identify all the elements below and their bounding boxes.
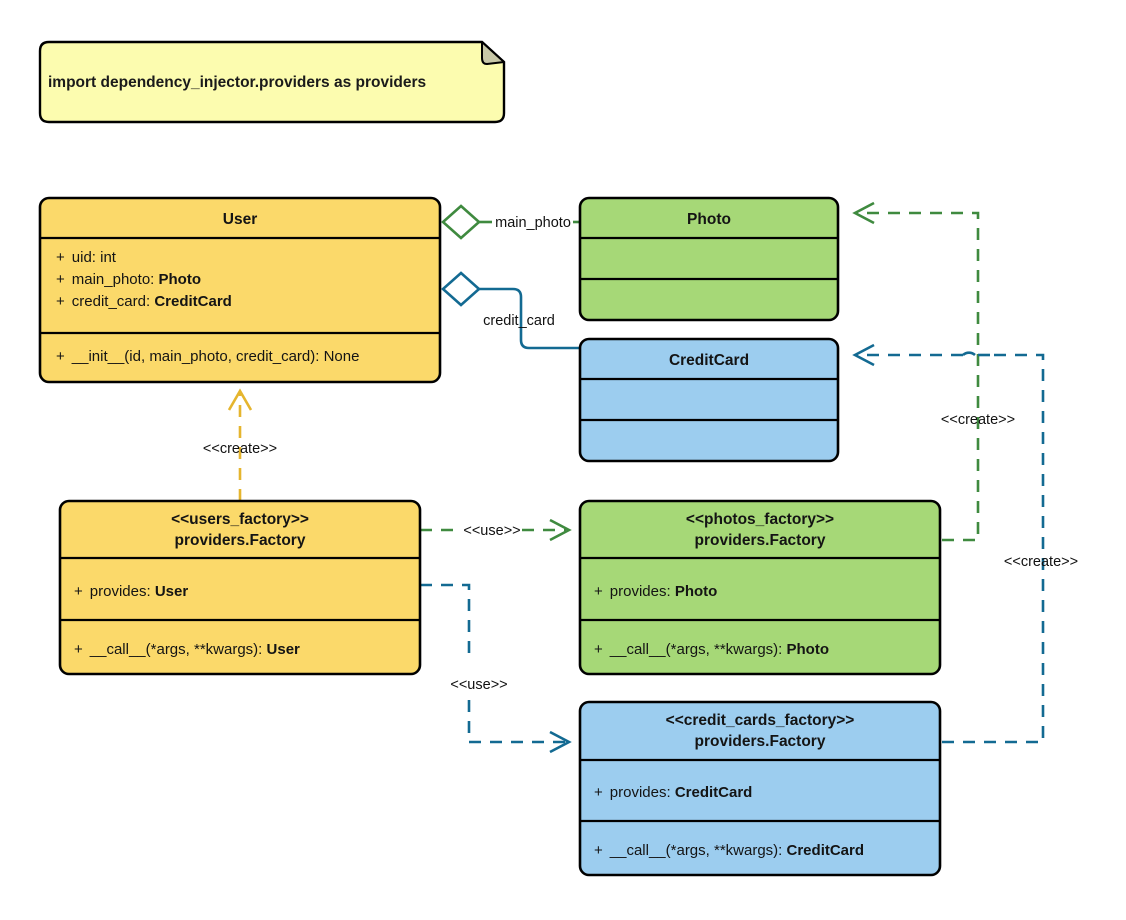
edge-create-user <box>227 388 253 501</box>
class-box-user[interactable]: User +uid: int +main_photo: Photo +credi… <box>38 196 442 384</box>
class-box-photo[interactable]: Photo <box>578 196 840 322</box>
method-row: +__init__(id, main_photo, credit_card): … <box>56 348 359 365</box>
attribute-row: +provides: CreditCard <box>594 784 752 801</box>
attribute-row: +credit_card: CreditCard <box>56 293 232 310</box>
class-name-credit-cards-factory: providers.Factory <box>695 733 826 750</box>
class-name-user: User <box>223 211 257 228</box>
edge-label-create-user: <<create>> <box>203 441 277 457</box>
class-box-credit-card[interactable]: CreditCard <box>578 337 840 463</box>
class-box-photos-factory[interactable]: <<photos_factory>> providers.Factory +pr… <box>578 499 942 676</box>
attribute-row: +provides: User <box>74 583 188 600</box>
attribute-row: +uid: int <box>56 249 117 266</box>
class-name-users-factory: providers.Factory <box>175 532 306 549</box>
method-row: +__call__(*args, **kwargs): CreditCard <box>594 842 864 859</box>
edge-label-main-photo: main_photo <box>495 215 571 231</box>
note-text: import dependency_injector.providers as … <box>48 74 426 91</box>
edge-use-credit-cards <box>420 583 572 754</box>
class-name-photo: Photo <box>687 211 731 228</box>
attribute-row: +provides: Photo <box>594 583 717 600</box>
edge-label-use-credit-cards: <<use>> <box>450 677 507 693</box>
class-stereotype-users-factory: <<users_factory>> <box>171 511 309 528</box>
edge-label-use-photos: <<use>> <box>463 523 520 539</box>
edge-label-create-credit-card: <<create>> <box>1004 554 1078 570</box>
edge-label-credit-card: credit_card <box>483 313 555 329</box>
edge-create-photo <box>852 201 980 542</box>
edge-create-credit-card <box>852 343 1045 744</box>
note-shape <box>38 40 506 124</box>
edge-aggregation-credit-card <box>441 271 580 350</box>
edge-label-create-photo: <<create>> <box>941 412 1015 428</box>
class-stereotype-photos-factory: <<photos_factory>> <box>686 511 834 528</box>
edge-use-photos <box>420 518 572 542</box>
attribute-row: +main_photo: Photo <box>56 271 201 288</box>
method-row: +__call__(*args, **kwargs): User <box>74 641 300 658</box>
method-row: +__call__(*args, **kwargs): Photo <box>594 641 829 658</box>
import-note: import dependency_injector.providers as … <box>38 40 506 124</box>
class-box-credit-cards-factory[interactable]: <<credit_cards_factory>> providers.Facto… <box>578 700 942 877</box>
class-box-users-factory[interactable]: <<users_factory>> providers.Factory +pro… <box>58 499 422 676</box>
class-name-photos-factory: providers.Factory <box>695 532 826 549</box>
class-stereotype-credit-cards-factory: <<credit_cards_factory>> <box>666 712 855 729</box>
note-fold-icon <box>481 41 505 65</box>
class-name-credit-card: CreditCard <box>669 352 749 369</box>
